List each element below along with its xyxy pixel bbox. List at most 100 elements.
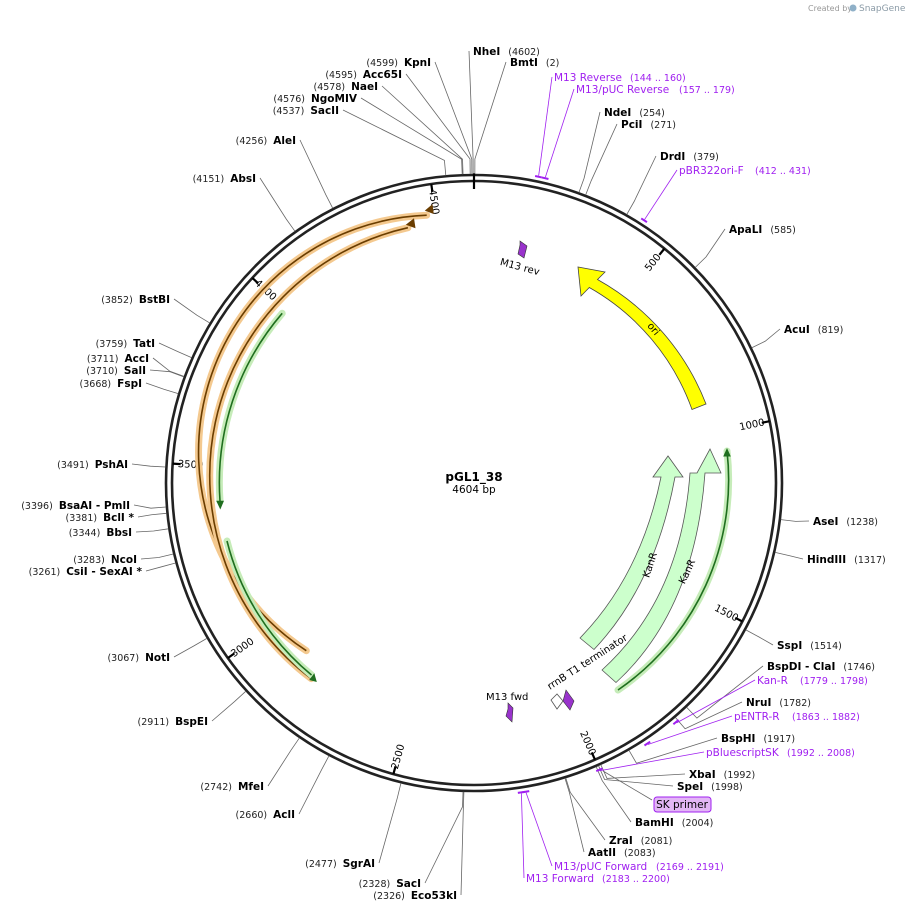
site-bbsi-line bbox=[135, 528, 169, 533]
kanr-feature-outer bbox=[601, 448, 722, 684]
site-nhei-name: NheI bbox=[473, 46, 500, 58]
m13-rev-label: M13 rev bbox=[499, 257, 541, 278]
site-absi-pos: (4151) bbox=[193, 174, 225, 185]
site-kpni-line bbox=[434, 61, 473, 175]
tick-label: 2000 bbox=[577, 730, 597, 758]
orf-green-lower bbox=[223, 537, 317, 682]
site-asei-line bbox=[780, 519, 810, 522]
tick-mark bbox=[172, 462, 181, 466]
site-xbai-name: XbaI bbox=[689, 769, 716, 781]
primer-kanr_primer-line bbox=[676, 679, 756, 724]
site-noti-name: NotI bbox=[145, 652, 170, 664]
primer-kanr_primer-name: Kan-R bbox=[757, 675, 788, 687]
site-ncoi-name: NcoI bbox=[111, 554, 137, 566]
site-sgrai-name: SgrAI bbox=[343, 858, 375, 870]
primer-pbluescript-range: (1992 .. 2008) bbox=[787, 748, 855, 759]
site-drdi-line bbox=[626, 155, 657, 215]
plasmid-size: 4604 bp bbox=[452, 484, 496, 496]
site-apali-name: ApaLI bbox=[729, 224, 762, 236]
tick-mark bbox=[227, 652, 236, 659]
primer-pentr-name: pENTR-R bbox=[734, 711, 780, 723]
site-bspei-pos: (2911) bbox=[138, 717, 170, 728]
tick-mark bbox=[734, 616, 743, 623]
site-tati-name: TatI bbox=[133, 338, 155, 350]
site-noti-pos: (3067) bbox=[107, 653, 139, 664]
site-sspi-name: SspI bbox=[777, 640, 802, 652]
site-acci-line bbox=[152, 357, 185, 377]
site-sali-name: SalI bbox=[124, 365, 146, 377]
site-naei-line bbox=[381, 85, 464, 175]
primer-pentr-range: (1863 .. 1882) bbox=[792, 712, 860, 723]
primer-m13rev-range: (144 .. 160) bbox=[630, 73, 686, 84]
site-bsaai-pos: (3396) bbox=[21, 501, 53, 512]
site-acli-pos: (2660) bbox=[236, 810, 268, 821]
site-asei-name: AseI bbox=[813, 516, 838, 528]
primer-m13puc_rev-name: M13/pUC Reverse bbox=[576, 84, 669, 96]
site-eco53ki-pos: (2326) bbox=[373, 891, 405, 902]
site-acc65i-line bbox=[405, 73, 471, 175]
site-labels: KpnI(4599)Acc65I(4595)NaeI(4578)NgoMIV(4… bbox=[21, 46, 885, 902]
tick-mark bbox=[658, 247, 666, 256]
site-naei-pos: (4578) bbox=[314, 82, 346, 93]
site-ndei-pos: (254) bbox=[639, 108, 665, 119]
site-absi-name: AbsI bbox=[230, 173, 256, 185]
site-bcli-line bbox=[137, 512, 167, 518]
site-bstbi-pos: (3852) bbox=[101, 295, 133, 306]
site-bamhi-line bbox=[595, 766, 632, 823]
site-ndei-line bbox=[578, 111, 601, 193]
site-ngomiv-line bbox=[360, 97, 463, 175]
site-acc65i-pos: (4595) bbox=[325, 70, 357, 81]
sk-primer-box bbox=[653, 796, 712, 813]
site-apali-line bbox=[695, 228, 726, 268]
primer-m13puc_fwd-line bbox=[525, 792, 553, 867]
site-kpni-name: KpnI bbox=[404, 57, 431, 69]
tick-label: 500 bbox=[643, 252, 664, 274]
site-nrui-name: NruI bbox=[746, 697, 771, 709]
site-pcii-pos: (271) bbox=[650, 120, 676, 131]
primer-m13fwd-mark bbox=[517, 790, 525, 794]
primer-pbr322ori-range: (412 .. 431) bbox=[755, 166, 811, 177]
sk-primer-label: SK primer bbox=[656, 799, 708, 811]
orf-orange-inner bbox=[206, 218, 416, 683]
site-bstbi-line bbox=[173, 298, 210, 324]
site-spei-name: SpeI bbox=[677, 781, 703, 793]
site-mfei-pos: (2742) bbox=[200, 782, 232, 793]
site-tati-line bbox=[158, 342, 192, 359]
site-csii-pos: (3261) bbox=[29, 567, 61, 578]
site-tati-pos: (3759) bbox=[96, 339, 128, 350]
tick-mark bbox=[761, 420, 770, 424]
site-xbai-pos: (1992) bbox=[724, 770, 756, 781]
site-drdi-pos: (379) bbox=[693, 152, 719, 163]
site-pcii-line bbox=[585, 123, 618, 196]
site-lines bbox=[131, 50, 810, 896]
site-saci-pos: (2328) bbox=[359, 879, 391, 890]
site-hindiii-line bbox=[775, 552, 804, 560]
site-bspdi-pos: (1746) bbox=[843, 662, 875, 673]
site-alei-pos: (4256) bbox=[236, 136, 268, 147]
primer-m13fwd-range: (2183 .. 2200) bbox=[602, 874, 670, 885]
snapgene-logo-icon bbox=[849, 4, 857, 12]
site-sgrai-pos: (2477) bbox=[305, 859, 337, 870]
site-acc65i-name: Acc65I bbox=[363, 69, 402, 81]
site-asei-pos: (1238) bbox=[846, 517, 878, 528]
site-saci-name: SacI bbox=[396, 878, 421, 890]
site-sspi-pos: (1514) bbox=[810, 641, 842, 652]
plasmid-name: pGL1_38 bbox=[445, 470, 502, 485]
site-bsphi-name: BspHI bbox=[721, 733, 755, 745]
site-saci-line bbox=[424, 791, 464, 884]
primer-m13rev-mark bbox=[534, 175, 543, 179]
site-pshai-pos: (3491) bbox=[57, 460, 89, 471]
site-noti-line bbox=[173, 638, 208, 658]
site-mfei-line bbox=[267, 737, 300, 787]
rrnb-marker bbox=[562, 689, 575, 711]
site-acli-name: AclI bbox=[273, 809, 295, 821]
site-sacii-name: SacII bbox=[310, 105, 339, 117]
site-sali-line bbox=[149, 369, 184, 378]
site-bmti-name: BmtI bbox=[510, 57, 538, 69]
site-aatii-line bbox=[564, 778, 585, 853]
primer-m13fwd-name: M13 Forward bbox=[526, 873, 594, 885]
tick-mark bbox=[251, 277, 259, 285]
site-bspei-line bbox=[211, 690, 247, 722]
site-bspdi-name: BspDI - ClaI bbox=[767, 661, 835, 673]
site-bsaai-name: BsaAI - PmlI bbox=[59, 500, 130, 512]
